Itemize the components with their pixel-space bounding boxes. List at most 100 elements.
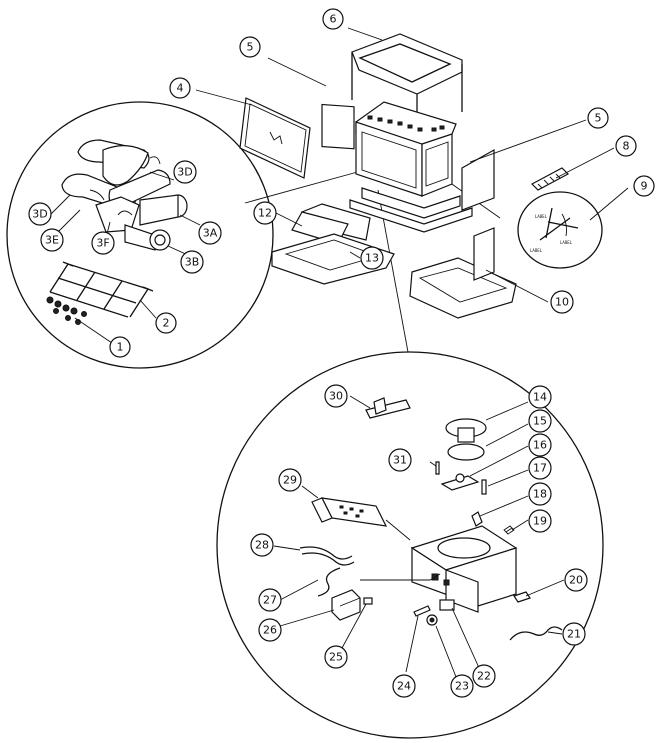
burner-leaders xyxy=(273,401,565,683)
control-knob xyxy=(413,599,455,626)
callout-label: 27 xyxy=(263,594,277,607)
callout-bubble xyxy=(615,135,637,157)
callout-bubble xyxy=(528,409,552,433)
callout-bubble xyxy=(388,448,412,472)
callout-label: 5 xyxy=(595,112,602,125)
callout-bubble xyxy=(587,107,609,129)
callout-bubble xyxy=(450,674,474,698)
callout-label: 3D xyxy=(177,166,192,179)
callout-bubble xyxy=(564,568,588,592)
callout-bubble xyxy=(155,312,177,334)
callout-c25: 25 xyxy=(324,645,348,669)
thermocouple xyxy=(299,546,353,560)
callout-label: 26 xyxy=(263,624,277,637)
callout-bubble xyxy=(360,246,384,270)
callout-c19: 19 xyxy=(528,509,552,533)
glass-door xyxy=(239,97,311,179)
callout-c6: 6 xyxy=(322,8,344,30)
callout-bubble xyxy=(258,588,282,612)
callout-c2: 2 xyxy=(155,312,177,334)
callout-c14: 14 xyxy=(528,385,552,409)
pan-connector-lines xyxy=(360,519,441,581)
callout-c30: 30 xyxy=(324,384,348,408)
callout-c27: 27 xyxy=(258,588,282,612)
callout-bubble xyxy=(528,482,552,506)
callout-c10: 10 xyxy=(550,290,574,314)
stove-body xyxy=(349,101,473,233)
callout-c26: 26 xyxy=(258,618,282,642)
pilot-assembly xyxy=(471,511,483,527)
callout-label: 2 xyxy=(163,317,170,330)
callout-label: 16 xyxy=(533,439,547,452)
callout-c31: 31 xyxy=(388,448,412,472)
ember-hardware xyxy=(46,296,87,325)
upper-leaders xyxy=(195,27,629,303)
heater-element xyxy=(531,167,569,191)
base-shroud xyxy=(271,203,395,285)
callout-c21: 21 xyxy=(562,622,586,646)
callout-label: 25 xyxy=(329,651,343,664)
callout-label: 8 xyxy=(623,140,630,153)
side-glass xyxy=(473,227,495,281)
side-panel-left xyxy=(321,103,355,150)
callout-label: 22 xyxy=(477,670,491,683)
callout-label: 21 xyxy=(567,628,581,641)
callout-label: 20 xyxy=(569,574,583,587)
callout-bubble xyxy=(550,290,574,314)
callout-label: 24 xyxy=(397,680,411,693)
wiring-harness: LABEL LABEL LABEL xyxy=(530,207,579,253)
callout-c24: 24 xyxy=(392,674,416,698)
callout-c3D_left: 3D xyxy=(28,202,52,226)
callout-c3A: 3A xyxy=(198,221,222,245)
side-panel-right xyxy=(461,148,495,211)
callout-c16: 16 xyxy=(528,433,552,457)
callout-bubble xyxy=(322,8,344,30)
pilot-tube xyxy=(317,567,341,597)
callout-label: 29 xyxy=(283,474,297,487)
callout-bubble xyxy=(40,228,64,252)
callout-label: 9 xyxy=(641,180,648,193)
callout-bubble xyxy=(180,250,204,274)
burner-tube xyxy=(311,497,388,527)
wire-label-1: LABEL xyxy=(535,214,548,219)
wire-label-3: LABEL xyxy=(530,248,543,253)
callout-label: 18 xyxy=(533,488,547,501)
burner-pan xyxy=(410,525,518,613)
callout-c3B: 3B xyxy=(180,250,204,274)
callout-label: 4 xyxy=(177,82,184,95)
callout-label: 3A xyxy=(203,227,218,240)
pilot-bracket xyxy=(440,473,487,495)
callout-c3F: 3F xyxy=(91,231,115,255)
callout-c3E: 3E xyxy=(40,228,64,252)
log-detail-connector xyxy=(244,167,373,204)
callout-c8: 8 xyxy=(615,135,637,157)
callout-label: 13 xyxy=(365,252,379,265)
gas-valve xyxy=(349,395,411,419)
callout-c4: 4 xyxy=(169,77,191,99)
callout-c15: 15 xyxy=(528,409,552,433)
callout-bubble xyxy=(239,36,261,58)
callout-label: 3D xyxy=(32,208,47,221)
wire-label-2: LABEL xyxy=(560,240,573,245)
wiring-detail-circle xyxy=(517,191,603,269)
switch xyxy=(363,597,373,605)
callout-bubble xyxy=(198,221,222,245)
sensor-wire xyxy=(509,626,563,641)
callout-label: 12 xyxy=(258,207,272,220)
log-set-detail-circle xyxy=(6,101,274,369)
callout-label: 30 xyxy=(329,390,343,403)
callout-bubble xyxy=(253,201,277,225)
callout-label: 15 xyxy=(533,415,547,428)
callout-bubble xyxy=(528,456,552,480)
transformer xyxy=(331,589,361,621)
callout-label: 17 xyxy=(533,462,547,475)
callout-label: 6 xyxy=(330,13,337,26)
callout-label: 5 xyxy=(247,41,254,54)
callout-bubble xyxy=(633,175,655,197)
callout-c3D_top: 3D xyxy=(173,160,197,184)
callout-bubble xyxy=(528,433,552,457)
callout-bubble xyxy=(324,645,348,669)
callout-c23: 23 xyxy=(450,674,474,698)
callout-c20: 20 xyxy=(564,568,588,592)
